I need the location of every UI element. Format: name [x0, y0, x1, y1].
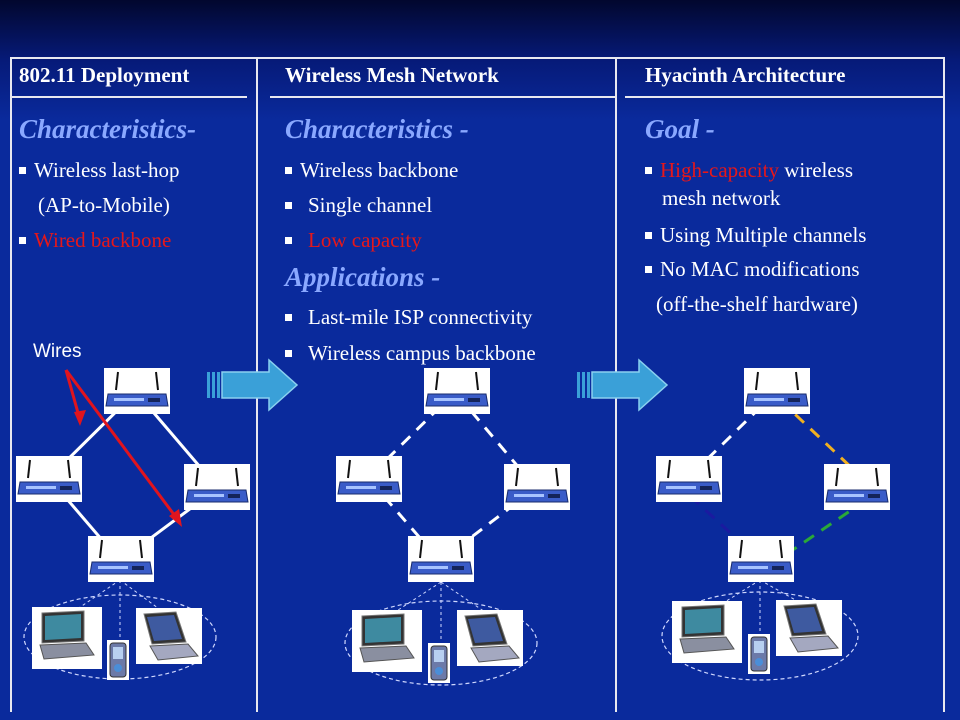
bullet-marker: [285, 201, 292, 209]
router-icon: [335, 455, 403, 503]
column-header-mesh: Wireless Mesh Network: [285, 63, 499, 87]
right-border: [943, 57, 945, 712]
bullet-marker: [645, 166, 652, 174]
heading-characteristics-2: Characteristics -: [285, 114, 469, 144]
bullet-text-highlight: High-capacity: [660, 158, 779, 182]
bullet-last-mile: Last-mile ISP connectivity: [285, 305, 532, 330]
bullet-marker: [285, 236, 292, 244]
bullet-marker: [645, 265, 652, 273]
transition-arrow-2: [576, 359, 668, 411]
router-icon: [15, 455, 83, 503]
laptop-icon: [31, 606, 103, 670]
left-border: [10, 57, 12, 712]
bullet-marker: [285, 166, 292, 174]
pda-icon: [427, 642, 451, 684]
pda-icon: [747, 633, 771, 675]
bullet-no-mac: No MAC modifications: [645, 257, 860, 282]
router-icon: [423, 367, 491, 415]
router-icon: [103, 367, 171, 415]
laptop-icon: [775, 599, 843, 657]
router-icon: [727, 535, 795, 583]
bullet-text: Wired backbone: [34, 228, 172, 252]
router-icon: [87, 535, 155, 583]
bullet-text: Last-mile ISP connectivity: [308, 305, 533, 329]
bullet-text: Wireless backbone: [300, 158, 459, 182]
bullet-campus-backbone: Wireless campus backbone: [285, 341, 536, 366]
router-icon: [503, 463, 571, 511]
bullet-text: Single channel: [308, 193, 433, 217]
hyacinth-diagram: [655, 367, 891, 681]
wire-pointer-1-head: [74, 410, 86, 426]
column-header-hyacinth: Hyacinth Architecture: [645, 63, 846, 87]
bullet-low-capacity: Low capacity: [285, 228, 422, 253]
header-underline-1: [10, 96, 247, 98]
bullet-marker: [19, 166, 26, 174]
mesh-network-text: mesh network: [662, 186, 781, 210]
router-icon: [183, 463, 251, 511]
heading-goal: Goal -: [645, 114, 715, 144]
bullet-text: No MAC modifications: [660, 257, 860, 281]
bullet-wireless-backbone: Wireless backbone: [285, 158, 458, 183]
router-icon: [823, 463, 891, 511]
bullet-marker: [285, 349, 292, 357]
bullet-wireless-last-hop: Wireless last-hop: [19, 158, 180, 183]
bullet-marker: [19, 236, 26, 244]
wires-label: Wires: [33, 341, 82, 362]
bullet-marker: [285, 313, 292, 321]
laptop-icon: [671, 600, 743, 664]
bullet-text: Wireless campus backbone: [308, 341, 536, 365]
bullet-text: Low capacity: [308, 228, 422, 252]
mesh-diagram: [335, 367, 571, 686]
deployment-diagram: [15, 367, 251, 681]
wire-pointer-2-head: [169, 509, 182, 527]
header-underline-3: [625, 96, 945, 98]
bullet-marker: [645, 231, 652, 239]
bullet-text: wireless: [778, 158, 854, 182]
link-yellow: [778, 398, 858, 474]
transition-arrow-1: [206, 359, 298, 411]
laptop-icon: [456, 609, 524, 667]
heading-characteristics-1: Characteristics-: [19, 114, 197, 144]
laptop-icon: [135, 607, 203, 665]
router-icon: [655, 455, 723, 503]
heading-applications: Applications -: [285, 262, 441, 292]
bullet-text: Wireless last-hop: [34, 158, 180, 182]
router-icon: [407, 535, 475, 583]
off-the-shelf-text: (off-the-shelf hardware): [656, 292, 858, 316]
header-underline-2: [270, 96, 615, 98]
bullet-single-channel: Single channel: [285, 193, 432, 218]
bullet-multiple-channels: Using Multiple channels: [645, 223, 866, 248]
ap-to-mobile-text: (AP-to-Mobile): [38, 193, 170, 217]
link-blue: [688, 494, 762, 562]
top-divider: [10, 57, 945, 59]
router-icon: [743, 367, 811, 415]
wire-pointer-2: [64, 369, 180, 521]
laptop-icon: [351, 609, 423, 673]
column-header-deployment: 802.11 Deployment: [19, 63, 190, 87]
bullet-wired-backbone: Wired backbone: [19, 228, 171, 253]
bullet-high-capacity: High-capacity wireless: [645, 158, 853, 183]
bullet-text: Using Multiple channels: [660, 223, 867, 247]
pda-icon: [106, 639, 130, 681]
